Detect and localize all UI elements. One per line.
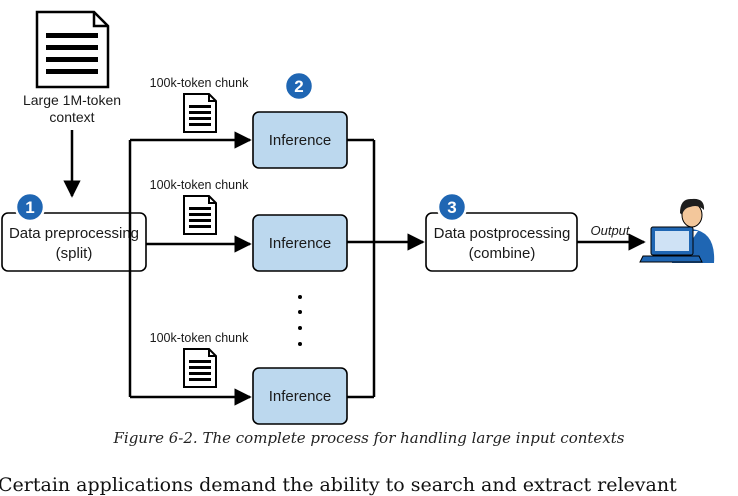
- chunk-document-icon: [183, 348, 217, 388]
- large-document-icon: [35, 10, 110, 89]
- chunk-label-2: 100k-token chunk: [150, 178, 249, 192]
- step-3-number: 3: [447, 198, 456, 217]
- step-2-badge: [283, 70, 315, 102]
- preprocessing-box: [1, 212, 147, 272]
- preprocessing-label-line2: (split): [56, 245, 93, 262]
- user-laptop-icon: [639, 198, 715, 263]
- output-label: Output: [590, 223, 630, 238]
- chunk-label-3: 100k-token chunk: [150, 331, 249, 345]
- inference-label-3: Inference: [269, 388, 332, 405]
- chunk-label-1: 100k-token chunk: [150, 76, 249, 90]
- step-3-badge: [436, 191, 468, 223]
- preprocessing-label-line1: Data preprocessing: [9, 225, 139, 242]
- postprocessing-label-line1: Data postprocessing: [434, 225, 571, 242]
- process-diagram: Large 1M-token context Data preprocessin…: [1, 10, 715, 425]
- inference-label-1: Inference: [269, 132, 332, 149]
- chunk-document-icon: [183, 195, 217, 235]
- step-2-number: 2: [294, 77, 303, 96]
- figure-caption: Figure 6-2. The complete process for han…: [113, 429, 625, 447]
- inference-label-2: Inference: [269, 235, 332, 252]
- source-label-line1: Large 1M-token: [23, 92, 121, 108]
- source-label-line2: context: [49, 109, 94, 125]
- body-paragraph: Certain applications demand the ability …: [0, 474, 677, 496]
- step-1-badge: [14, 191, 46, 223]
- step-1-number: 1: [25, 198, 34, 217]
- chunk-document-icon: [183, 93, 217, 133]
- ellipsis-dots: [298, 295, 302, 346]
- postprocessing-label-line2: (combine): [469, 245, 536, 262]
